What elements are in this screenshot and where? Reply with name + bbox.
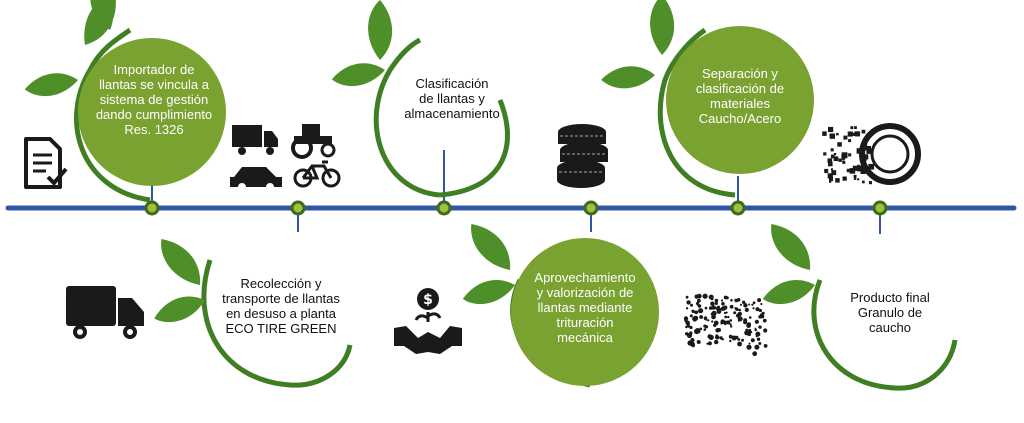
step-4-line: y valorización de xyxy=(536,285,634,300)
document-check-icon xyxy=(24,137,68,189)
shredding-tire-icon xyxy=(822,123,921,185)
timeline-node xyxy=(583,200,599,216)
timeline-nodes xyxy=(144,200,888,216)
tire-stack-icon xyxy=(557,124,608,188)
step-4-line: trituración xyxy=(556,315,614,330)
step-1-text: Importador de llantas se vincula a siste… xyxy=(84,62,224,137)
step-2-line: ECO TIRE GREEN xyxy=(225,321,337,336)
step-2-line: en desuso a planta xyxy=(226,306,336,321)
step-4-graphic xyxy=(462,218,659,388)
step-1-graphic xyxy=(24,0,226,203)
timeline-node xyxy=(872,200,888,216)
step-4-line: llantas mediante xyxy=(537,300,633,315)
step-6-text: Producto final Granulo de caucho xyxy=(830,290,950,335)
step-2-text: Recolección y transporte de llantas en d… xyxy=(206,276,356,336)
step-3-line: Clasificación xyxy=(415,76,489,91)
step-1-line: Importador de xyxy=(113,62,195,77)
delivery-truck-icon xyxy=(66,286,144,339)
step-6-line: caucho xyxy=(869,320,911,335)
step-4-line: Aprovechamiento xyxy=(534,270,636,285)
svg-text:$: $ xyxy=(423,292,433,308)
car-icon xyxy=(230,167,282,191)
step-5-text: Separación y clasificación de materiales… xyxy=(676,66,804,126)
step-4-line: mecánica xyxy=(557,330,613,345)
step-6-graphic xyxy=(762,218,958,391)
rubber-granules-icon xyxy=(683,293,768,357)
step-1-line: Res. 1326 xyxy=(124,122,184,137)
step-2-line: Recolección y xyxy=(240,276,322,291)
step-5-line: materiales xyxy=(710,96,770,111)
step-1-line: dando cumplimiento xyxy=(95,107,213,122)
step-6-line: Producto final xyxy=(850,290,930,305)
step-5-graphic xyxy=(600,0,814,198)
step-4-text: Aprovechamiento y valorización de llanta… xyxy=(515,270,655,345)
step-2-line: transporte de llantas xyxy=(222,291,340,306)
step-3-graphic xyxy=(331,0,510,198)
step-3-line: de llantas y xyxy=(419,91,485,106)
tractor-icon xyxy=(291,124,336,159)
step-3-line: almacenamiento xyxy=(404,106,500,121)
timeline-node xyxy=(436,200,452,216)
timeline-node xyxy=(144,200,160,216)
step-5-line: clasificación de xyxy=(695,81,785,96)
step-5-line: Caucho/Acero xyxy=(698,111,782,126)
step-2-graphic xyxy=(153,233,353,388)
bicycle-icon xyxy=(293,160,341,188)
truck-icon xyxy=(232,125,278,155)
step-1-line: llantas se vincula a xyxy=(99,77,209,92)
step-6-line: Granulo de xyxy=(857,305,923,320)
money-handshake-icon: $ xyxy=(394,288,462,354)
timeline-node xyxy=(290,200,306,216)
step-1-line: sistema de gestión xyxy=(99,92,209,107)
step-5-line: Separación y xyxy=(702,66,778,81)
timeline-node xyxy=(730,200,746,216)
step-3-text: Clasificación de llantas y almacenamient… xyxy=(392,76,512,121)
